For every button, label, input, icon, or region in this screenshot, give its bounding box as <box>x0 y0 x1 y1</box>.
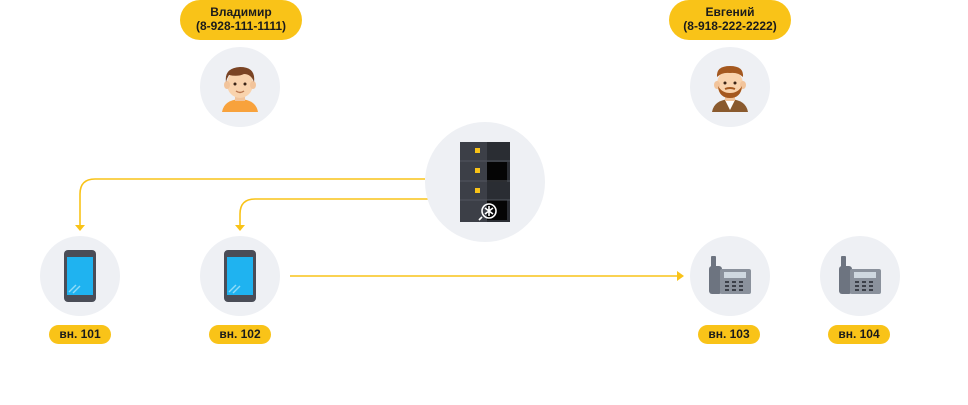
smartphone-icon <box>64 250 96 302</box>
person-1-name-pill: Владимир (8-928-111-1111) <box>180 0 302 40</box>
person-2-name: Евгений <box>705 5 755 19</box>
arrowhead-ext-101 <box>75 225 85 231</box>
bearded-man-avatar-icon <box>712 66 748 112</box>
man-avatar-icon <box>222 67 258 112</box>
extension-101-label: вн. 101 <box>49 325 111 344</box>
extension-104-label: вн. 104 <box>828 325 890 344</box>
extension-101-node <box>40 236 120 316</box>
extension-104-node <box>820 236 900 316</box>
extension-102-node <box>200 236 280 316</box>
desk-phone-icon <box>839 256 881 294</box>
arrowhead-ext-103 <box>677 271 684 281</box>
connector-server-to-ext-102 <box>239 198 428 226</box>
extension-103-node <box>690 236 770 316</box>
pbx-server-icon <box>460 142 510 222</box>
connector-server-to-ext-101 <box>79 178 425 226</box>
extension-102-label: вн. 102 <box>209 325 271 344</box>
person-2-avatar <box>690 47 770 127</box>
person-1-name: Владимир <box>210 5 272 19</box>
person-1-phone: (8-928-111-1111) <box>195 19 287 33</box>
arrowhead-ext-102 <box>235 225 245 231</box>
person-2-phone: (8-918-222-2222) <box>683 19 777 33</box>
extension-103-label: вн. 103 <box>698 325 760 344</box>
smartphone-icon <box>224 250 256 302</box>
person-1-avatar <box>200 47 280 127</box>
desk-phone-icon <box>709 256 751 294</box>
person-2-name-pill: Евгений (8-918-222-2222) <box>669 0 791 40</box>
pbx-server-node <box>425 122 545 242</box>
